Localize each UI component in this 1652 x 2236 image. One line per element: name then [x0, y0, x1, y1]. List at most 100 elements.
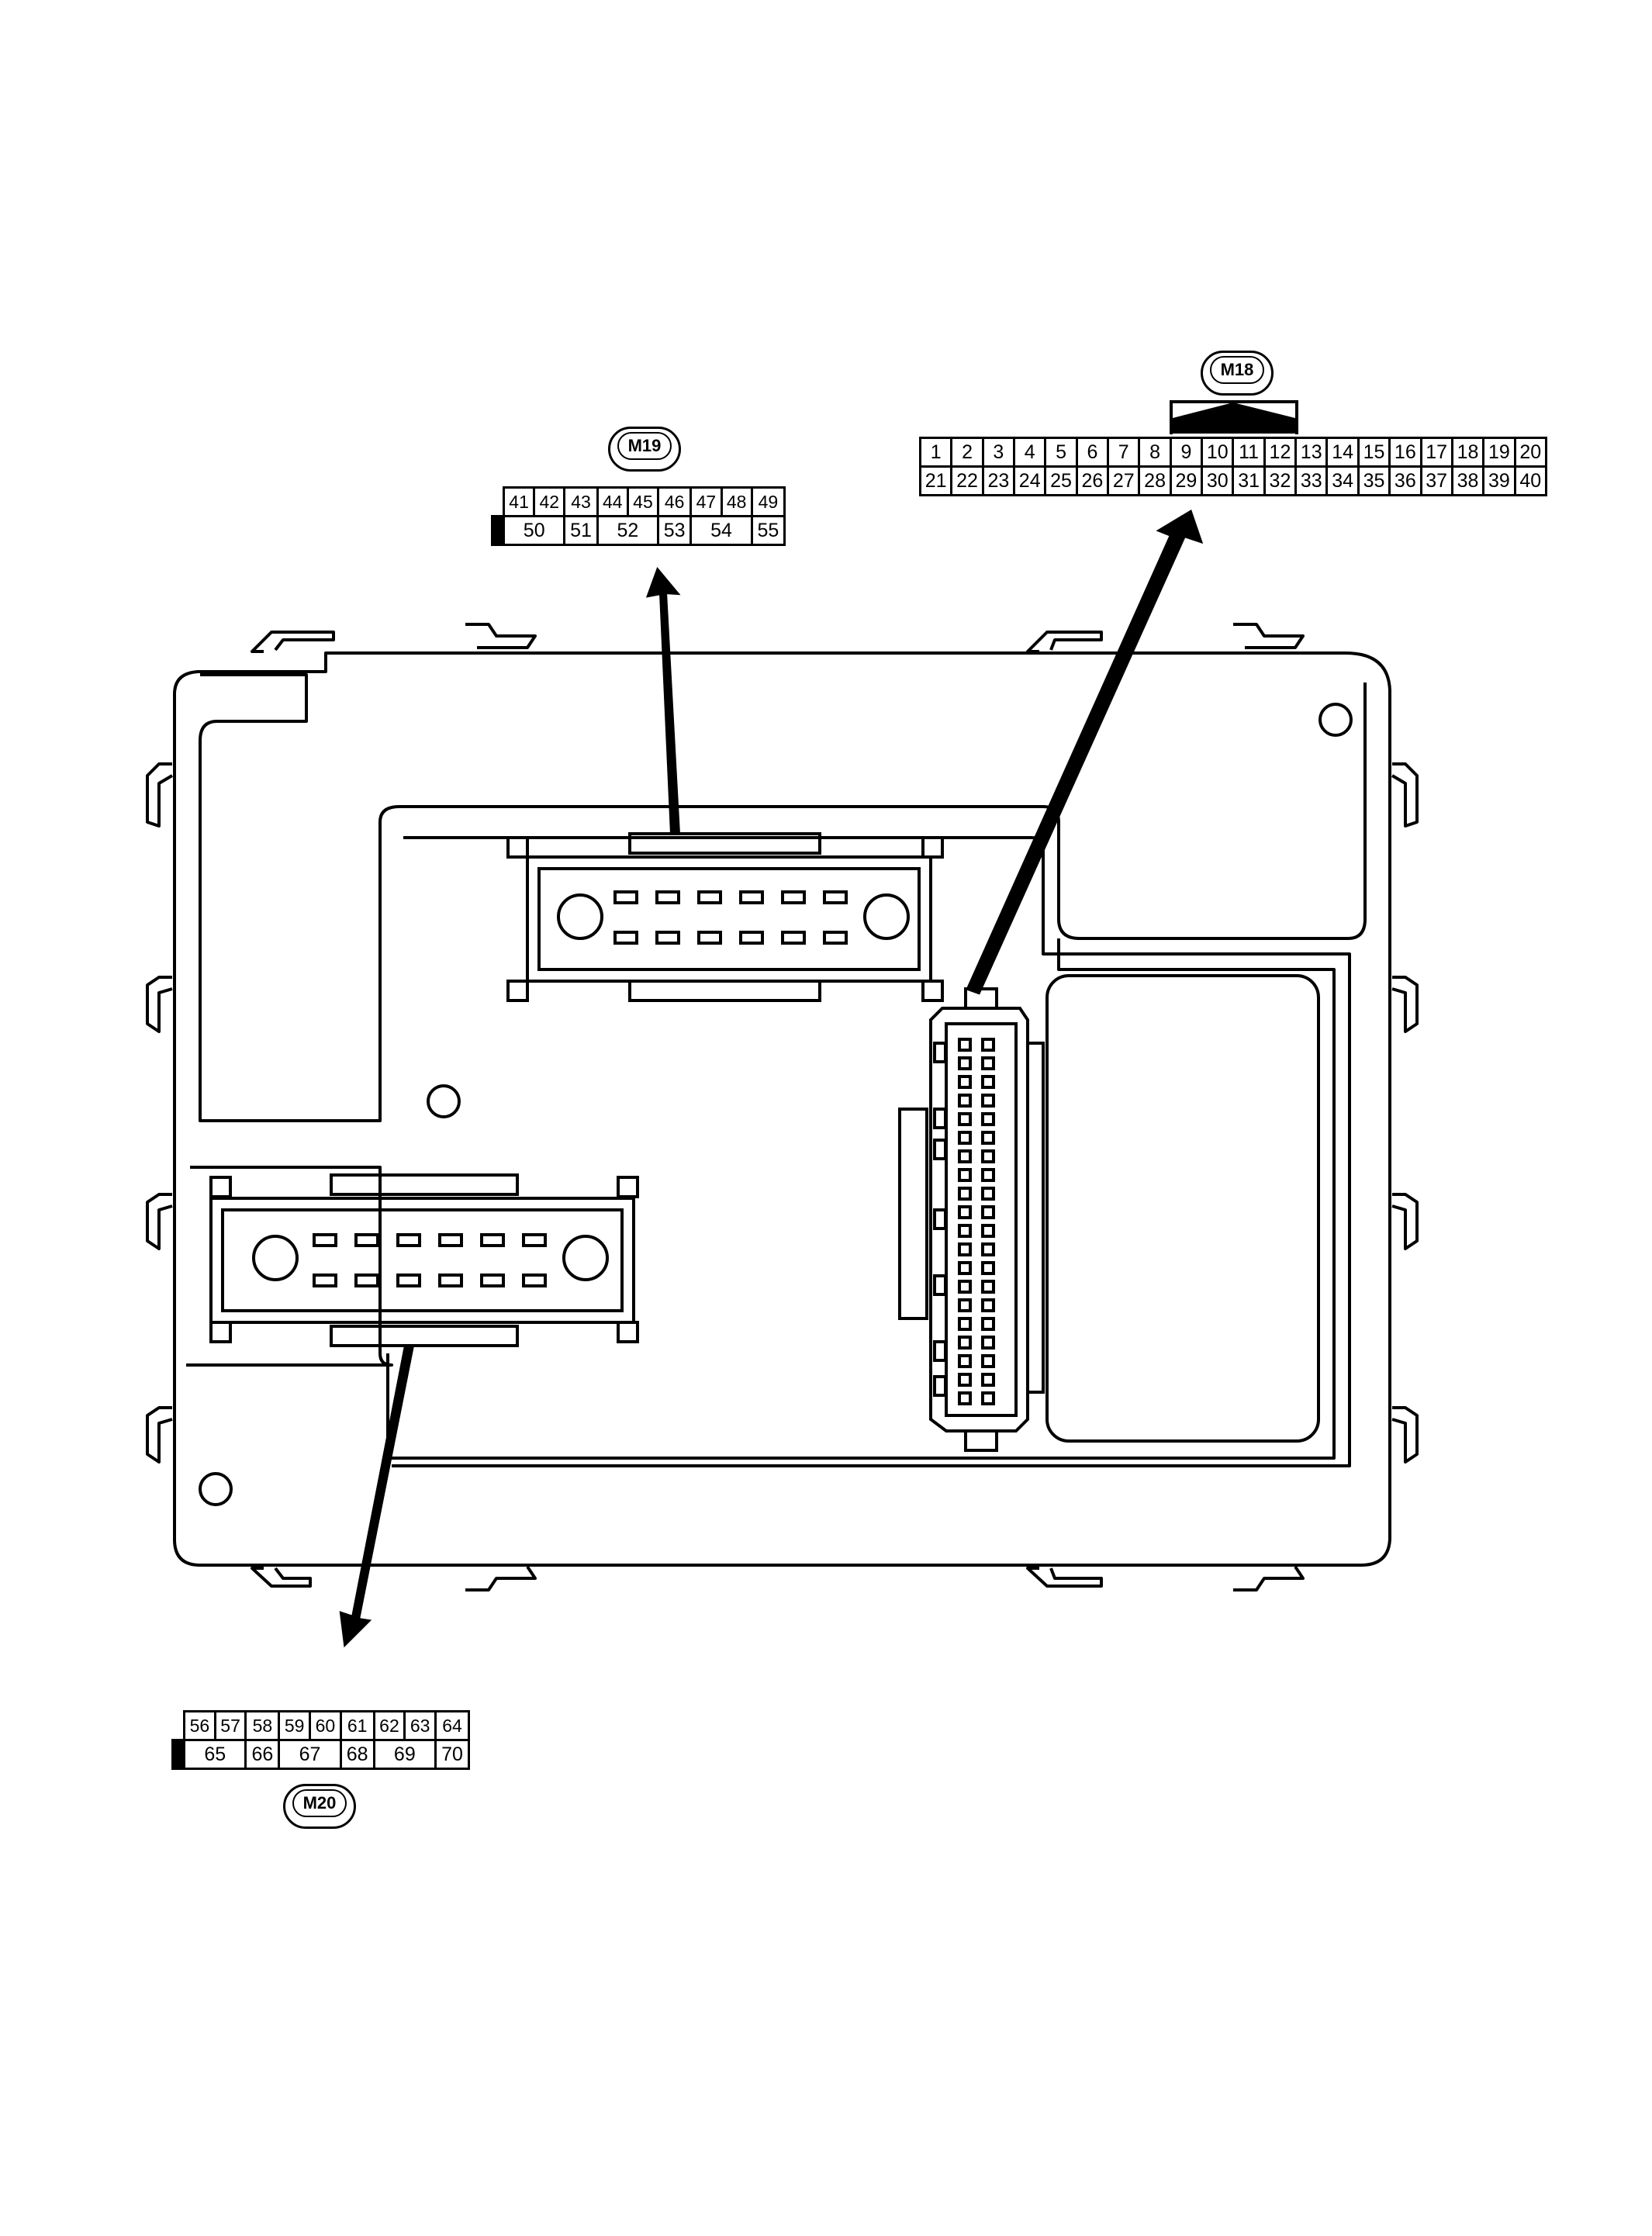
socket-slot: [697, 890, 722, 904]
pin-cell: 38: [1450, 465, 1485, 496]
m18-socket: [898, 987, 1045, 1452]
pin-cell: 54: [689, 515, 753, 546]
pin-cell: 6: [1075, 437, 1110, 468]
socket-slot: [981, 1187, 995, 1201]
socket-slot: [958, 1094, 972, 1108]
socket-slot: [655, 931, 680, 945]
pin-cell: 26: [1075, 465, 1110, 496]
socket-slot: [823, 931, 848, 945]
socket-slot: [522, 1233, 547, 1247]
pin-cell: 53: [657, 515, 693, 546]
clip: [1391, 1406, 1419, 1464]
socket-slot: [480, 1274, 505, 1287]
socket-slot: [981, 1056, 995, 1070]
socket-slot: [438, 1233, 463, 1247]
socket-slot: [958, 1354, 972, 1368]
socket-slot: [522, 1274, 547, 1287]
pin-cell: 63: [403, 1710, 437, 1741]
pin-cell: 10: [1201, 437, 1235, 468]
pin-cell: 62: [372, 1710, 406, 1741]
socket-slot: [958, 1205, 972, 1219]
m19-socket: [506, 832, 944, 1002]
clip: [251, 631, 335, 653]
socket-slot: [958, 1298, 972, 1312]
socket-slot: [958, 1056, 972, 1070]
pin-cell: 39: [1482, 465, 1516, 496]
pin-cell: 11: [1232, 437, 1266, 468]
pin-cell: 9: [1169, 437, 1204, 468]
pin-cell: 31: [1232, 465, 1266, 496]
pin-cell: 70: [434, 1739, 470, 1770]
pin-cell: 35: [1357, 465, 1391, 496]
socket-key: [933, 1108, 947, 1129]
pin-cell: 16: [1388, 437, 1422, 468]
socket-slot: [958, 1112, 972, 1126]
socket-slot: [958, 1224, 972, 1238]
pin-cell: 37: [1419, 465, 1453, 496]
pin-cell: 65: [182, 1739, 247, 1770]
socket-slot: [781, 890, 806, 904]
socket-slot: [613, 931, 638, 945]
pin-cell: 7: [1107, 437, 1141, 468]
socket-slot: [981, 1224, 995, 1238]
clip: [146, 1406, 173, 1464]
socket-slot: [313, 1274, 337, 1287]
pin-key-block: [171, 1739, 185, 1770]
housing-inner-outline-2: [186, 1166, 393, 1367]
m18-key-bracket: [1170, 400, 1298, 434]
socket-key: [933, 1274, 947, 1296]
pin-cell: 45: [626, 486, 660, 517]
socket-slot: [981, 1354, 995, 1368]
socket-slot: [981, 1280, 995, 1294]
socket-slot: [981, 1261, 995, 1275]
socket-slot: [981, 1038, 995, 1052]
m18-badge: M18: [1201, 351, 1274, 396]
socket-slot: [958, 1149, 972, 1163]
pin-cell: 43: [563, 486, 599, 517]
pin-cell: 30: [1201, 465, 1235, 496]
socket-slot: [981, 1075, 995, 1089]
socket-slot: [958, 1261, 972, 1275]
pin-cell: 33: [1294, 465, 1329, 496]
pin-cell: 24: [1013, 465, 1047, 496]
pin-cell: 2: [950, 437, 984, 468]
clip: [1233, 623, 1305, 649]
socket-slot: [958, 1373, 972, 1387]
socket-key: [933, 1139, 947, 1160]
pin-cell: 21: [918, 465, 953, 496]
socket-slot: [981, 1131, 995, 1145]
pin-cell: 18: [1450, 437, 1485, 468]
socket-key: [933, 1340, 947, 1362]
pin-cell: 68: [339, 1739, 375, 1770]
m20-label: M20: [292, 1789, 347, 1817]
pin-cell: 48: [720, 486, 753, 517]
pin-cell: 60: [309, 1710, 342, 1741]
socket-slot: [781, 931, 806, 945]
socket-slot: [313, 1233, 337, 1247]
pin-cell: 69: [372, 1739, 437, 1770]
pin-cell: 41: [502, 486, 536, 517]
m20-socket: [209, 1173, 639, 1347]
socket-slot: [981, 1336, 995, 1350]
pin-cell: 27: [1107, 465, 1141, 496]
clip: [1233, 1565, 1305, 1591]
arrow-m20: [339, 1344, 415, 1648]
pin-cell: 49: [750, 486, 786, 517]
pin-cell: 42: [533, 486, 566, 517]
clip: [146, 976, 173, 1033]
socket-slot: [354, 1274, 379, 1287]
pin-cell: 28: [1138, 465, 1172, 496]
socket-slot: [354, 1233, 379, 1247]
socket-slot: [396, 1274, 421, 1287]
pin-cell: 59: [278, 1710, 312, 1741]
unit-housing: [173, 651, 1391, 1567]
pin-cell: 44: [596, 486, 629, 517]
clip: [465, 1565, 537, 1591]
socket-slot: [981, 1317, 995, 1331]
